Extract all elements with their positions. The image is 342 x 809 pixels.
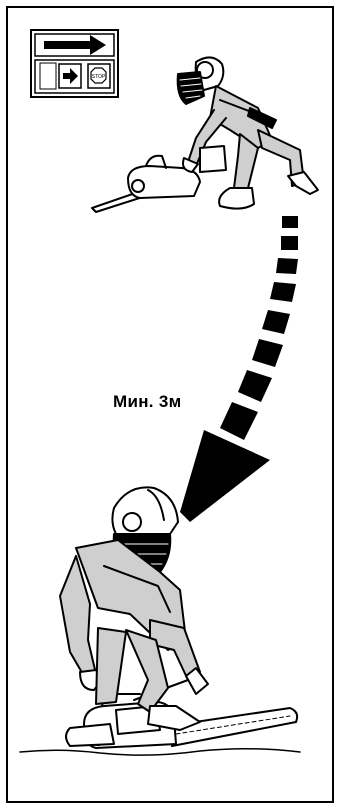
kneeling-operator (92, 57, 318, 212)
stop-text: STOP (92, 74, 106, 80)
stop-icon: STOP (88, 64, 110, 88)
curved-direction-arrow (180, 216, 298, 522)
minimum-distance-label: Мин. 3м (113, 392, 181, 412)
play-arrow-icon (59, 64, 81, 88)
switch-panel: STOP (31, 30, 118, 97)
standing-operator (20, 487, 300, 755)
